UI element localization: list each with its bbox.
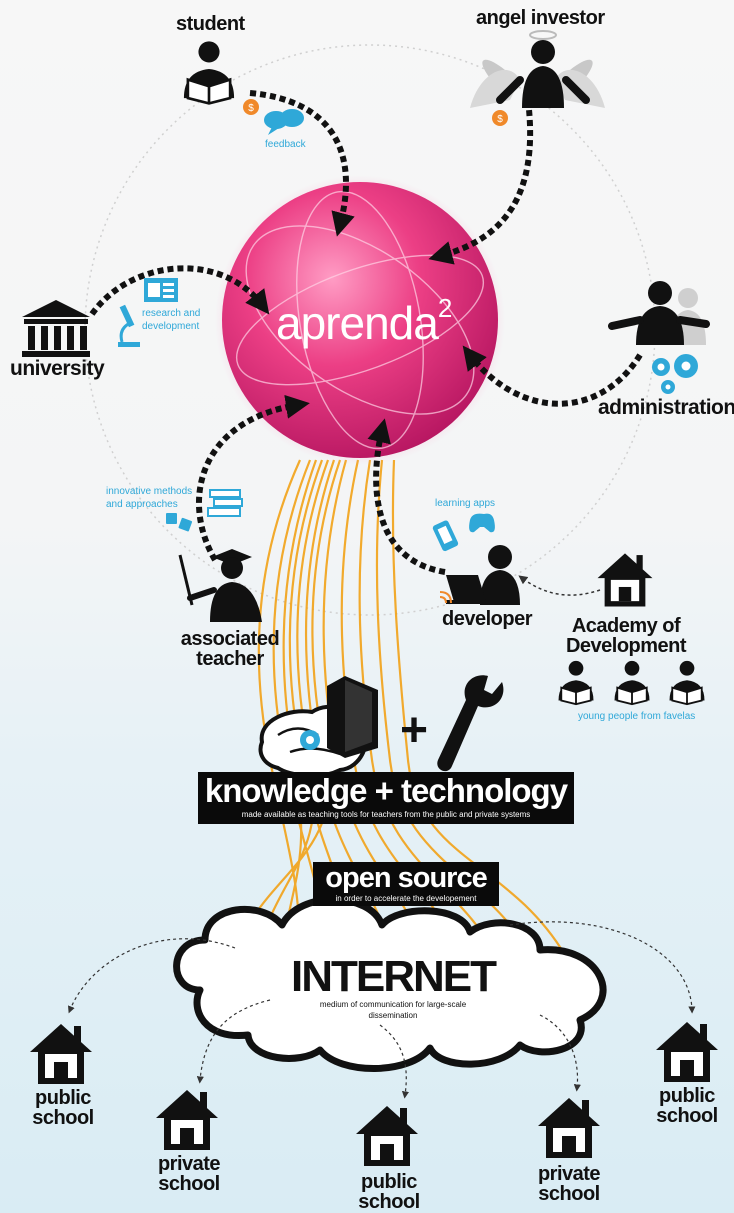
brand-name: aprenda bbox=[276, 297, 439, 349]
academy-label: Academy of Development bbox=[556, 616, 696, 656]
reader-icon-3 bbox=[613, 660, 651, 706]
house-icon-school-3 bbox=[356, 1106, 418, 1166]
knowledge-title: knowledge + technology bbox=[204, 772, 568, 809]
school-2-line2: school bbox=[158, 1173, 220, 1195]
associated-teacher-line2: teacher bbox=[196, 648, 264, 670]
house-icon-school-2 bbox=[156, 1090, 218, 1150]
internet-subtitle-line2: dissemination bbox=[368, 1011, 418, 1020]
school-label-4: private school bbox=[524, 1164, 614, 1204]
open-source-banner: open source in order to accelerate the d… bbox=[313, 862, 499, 906]
research-note: research and development bbox=[142, 308, 200, 333]
feedback-note: feedback bbox=[265, 139, 306, 150]
sphere-orbits bbox=[235, 190, 485, 450]
book-icon bbox=[327, 676, 378, 758]
wrench-icon bbox=[437, 675, 504, 772]
school-3-line2: school bbox=[358, 1191, 420, 1213]
angel-investor-label: angel investor bbox=[476, 7, 605, 29]
coin-icon-2 bbox=[492, 110, 508, 126]
internet-subtitle-line1: medium of communication for large-scale bbox=[319, 1000, 467, 1009]
school-label-3: public school bbox=[344, 1172, 434, 1212]
school-2-line1: private bbox=[157, 1153, 221, 1175]
school-label-2: private school bbox=[144, 1154, 234, 1194]
reader-icon bbox=[182, 40, 236, 105]
school-4-line1: private bbox=[537, 1163, 601, 1185]
school-1-line1: public bbox=[35, 1087, 91, 1109]
school-1-line2: school bbox=[32, 1107, 94, 1129]
svg-text:$: $ bbox=[497, 114, 503, 125]
innovative-line2: and approaches bbox=[106, 498, 178, 510]
document-icon bbox=[144, 278, 178, 302]
school-arrows bbox=[67, 921, 696, 1099]
administration-label: administration bbox=[598, 396, 734, 419]
school-5-line2: school bbox=[656, 1105, 718, 1127]
innovative-line1: innovative methods bbox=[106, 486, 193, 497]
knowledge-banner: knowledge + technology made available as… bbox=[198, 772, 574, 824]
associated-teacher-line1: associated bbox=[180, 628, 280, 650]
school-3-line1: public bbox=[361, 1171, 417, 1193]
associated-teacher-label: associated teacher bbox=[178, 629, 282, 669]
laptop-user-icon bbox=[446, 545, 520, 605]
school-label-1: public school bbox=[20, 1088, 106, 1128]
reader-icon-2 bbox=[557, 660, 595, 706]
academy-arrow bbox=[518, 575, 601, 596]
developer-label: developer bbox=[442, 608, 532, 630]
house-icon-school-1 bbox=[30, 1024, 92, 1084]
open-source-title: open source bbox=[325, 862, 487, 894]
school-label-5: public school bbox=[642, 1086, 732, 1126]
aprenda-logo: aprenda2 bbox=[276, 295, 452, 349]
microscope-icon bbox=[118, 304, 140, 347]
wifi-signal bbox=[439, 591, 452, 604]
brand-exponent: 2 bbox=[437, 292, 453, 323]
books-icon bbox=[207, 489, 243, 517]
gears-icon bbox=[652, 354, 698, 394]
internet-title: INTERNET bbox=[291, 952, 497, 1001]
house-icon-school-5 bbox=[656, 1022, 718, 1082]
gamepad-icon bbox=[469, 513, 495, 533]
plus-sign: + bbox=[400, 704, 428, 757]
columns-building-icon bbox=[22, 300, 90, 357]
research-line1: research and bbox=[142, 308, 201, 319]
young-people-note: young people from favelas bbox=[578, 711, 696, 722]
open-source-subtitle: in order to accelerate the developement bbox=[335, 894, 477, 903]
graduate-pointer-icon bbox=[178, 549, 262, 622]
house-icon-academy bbox=[597, 553, 653, 607]
coin-icon bbox=[243, 99, 259, 115]
angel-icon bbox=[470, 30, 605, 108]
academy-line1: Academy of bbox=[571, 615, 681, 637]
research-line2: development bbox=[142, 320, 200, 332]
manager-icon bbox=[608, 281, 710, 345]
reader-icon-4 bbox=[668, 660, 706, 706]
school-4-line2: school bbox=[538, 1183, 600, 1205]
dice-icon bbox=[166, 513, 193, 532]
phone-icon bbox=[432, 520, 459, 552]
knowledge-subtitle: made available as teaching tools for tea… bbox=[241, 810, 531, 819]
student-label: student bbox=[176, 13, 245, 35]
house-icon-school-4 bbox=[538, 1098, 600, 1158]
learning-apps-note: learning apps bbox=[435, 498, 496, 509]
academy-line2: Development bbox=[565, 635, 687, 657]
svg-text:$: $ bbox=[248, 103, 254, 114]
innovative-note: innovative methods and approaches bbox=[106, 486, 192, 511]
school-5-line1: public bbox=[659, 1085, 715, 1107]
speech-bubbles-icon bbox=[264, 109, 304, 135]
internet-subtitle: medium of communication for large-scale … bbox=[268, 999, 518, 1021]
university-label: university bbox=[10, 357, 105, 380]
flow-arrows bbox=[89, 90, 643, 575]
cloud-icon bbox=[173, 896, 607, 1072]
